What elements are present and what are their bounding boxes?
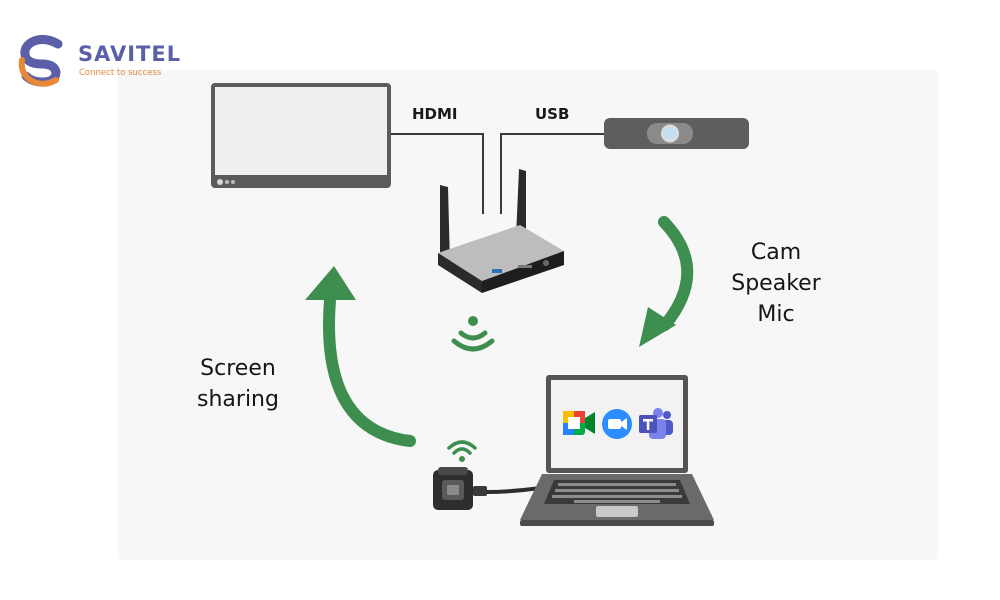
cam-label: Cam — [750, 240, 802, 265]
display-monitor — [211, 83, 391, 188]
brand-tagline: Connect to success — [79, 68, 162, 78]
savitel-logo-icon — [18, 34, 63, 87]
google-meet-icon — [563, 411, 595, 435]
usb-wireless-dongle — [433, 467, 487, 510]
microsoft-teams-icon — [639, 408, 673, 439]
peripherals-label: Cam Speaker Mic — [716, 237, 836, 330]
screen-label: Screen — [200, 356, 276, 381]
mic-label: Mic — [757, 302, 795, 327]
brand-name: SAVITEL — [78, 42, 182, 66]
hdmi-label: HDMI — [412, 105, 458, 123]
speaker-label: Speaker — [731, 271, 821, 296]
laptop — [520, 375, 714, 526]
usb-conference-camera — [604, 118, 749, 149]
wifi-icon — [447, 440, 477, 462]
screen-sharing-label: Screen sharing — [180, 353, 296, 415]
wireless-signal-icon — [451, 316, 495, 352]
wireless-base-unit — [438, 169, 564, 293]
zoom-icon — [602, 409, 632, 439]
usb-label: USB — [535, 105, 570, 123]
sharing-label: sharing — [197, 387, 279, 412]
